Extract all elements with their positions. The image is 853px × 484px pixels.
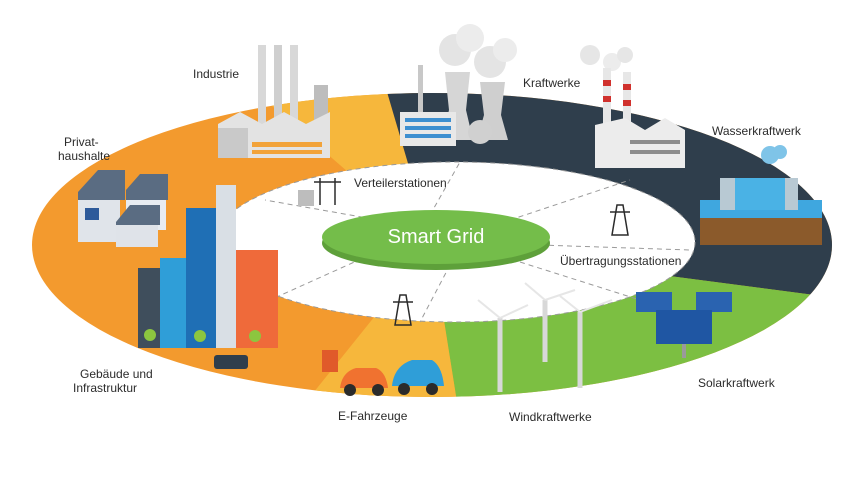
label-ev: E-Fahrzeuge bbox=[338, 409, 408, 423]
solar-panel-icon bbox=[636, 292, 732, 358]
pylon-icon bbox=[314, 178, 630, 326]
houses-icon bbox=[78, 170, 168, 247]
label-households-2: haushalte bbox=[58, 149, 111, 163]
label-buildings-1: Gebäude und bbox=[80, 367, 153, 381]
chimney-plant-icon bbox=[580, 45, 685, 168]
power-plant-icon bbox=[400, 24, 517, 146]
label-power-plants: Kraftwerke bbox=[523, 76, 581, 90]
label-hydro: Wasserkraftwerk bbox=[712, 124, 801, 138]
label-wind: Windkraftwerke bbox=[509, 410, 592, 424]
label-distribution: Verteilerstationen bbox=[354, 176, 447, 190]
electric-car-icon bbox=[322, 350, 444, 396]
transformer-icon bbox=[298, 190, 314, 206]
label-industry: Industrie bbox=[193, 67, 240, 81]
wind-turbine-icon bbox=[477, 282, 613, 392]
label-buildings-2: Infrastruktur bbox=[73, 381, 138, 395]
label-households-1: Privat- bbox=[64, 135, 99, 149]
factory-icon bbox=[218, 45, 330, 158]
hydro-dam-icon bbox=[700, 145, 822, 245]
city-buildings-icon bbox=[138, 185, 278, 369]
label-solar: Solarkraftwerk bbox=[698, 376, 775, 390]
hub-title: Smart Grid bbox=[387, 225, 485, 248]
label-transmission: Übertragungsstationen bbox=[560, 254, 682, 268]
hub-disc bbox=[322, 210, 550, 264]
